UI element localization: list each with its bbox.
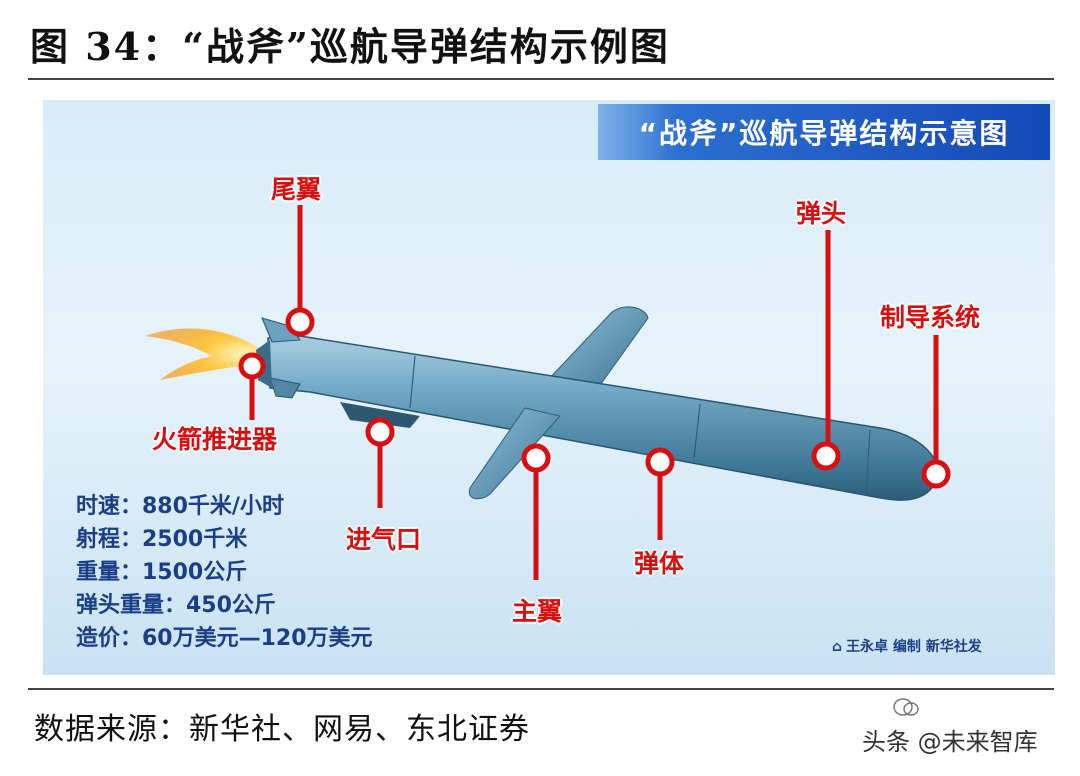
label-rocket: 火箭推进器 [152,425,278,454]
marker-rocket [238,352,266,380]
spec-cost: 造价：60万美元—120万美元 [76,626,373,651]
label-tail: 尾翼 [271,175,322,204]
spec-warhead-weight: 弹头重量：450公斤 [76,593,276,618]
credit-icon: ⌂ [832,639,843,655]
diagram-banner: “战斧”巡航导弹结构示意图 [598,104,1050,160]
spec-list: 时速：880千米/小时 射程：2500千米 重量：1500公斤 弹头重量：450… [76,490,373,655]
spec-range: 射程：2500千米 [76,527,248,552]
marker-body [645,447,675,477]
bottom-rule [28,688,1054,690]
spec-speed: 时速：880千米/小时 [76,494,284,519]
marker-tail [285,307,315,337]
label-main-wing: 主翼 [512,597,563,626]
main-wing-lower [468,407,561,500]
label-intake: 进气口 [346,525,422,554]
credit-text: ⌂王永卓 编制 新华社发 [832,639,982,655]
marker-warhead [811,441,841,471]
source-note: 数据来源：新华社、网易、东北证券 [34,712,530,747]
air-intake [340,402,420,428]
main-wing-upper [546,306,649,389]
label-warhead: 弹头 [796,199,847,228]
tail-fin-bottom [269,377,301,399]
label-body: 弹体 [634,549,685,578]
marker-intake [365,417,395,447]
top-rule [28,78,1054,80]
missile-body [267,335,939,501]
watermark-text: 头条 @未来智库 [862,728,1038,756]
marker-guidance [921,459,951,489]
tail-fin-top [261,317,301,343]
label-guidance: 制导系统 [880,303,981,332]
exhaust-flame [145,328,262,380]
marker-main-wing [521,443,551,473]
watermark-logo-icon [893,698,919,716]
figure-title: 图 34：“战斧”巡航导弹结构示例图 [30,24,670,69]
spec-weight: 重量：1500公斤 [76,560,248,585]
